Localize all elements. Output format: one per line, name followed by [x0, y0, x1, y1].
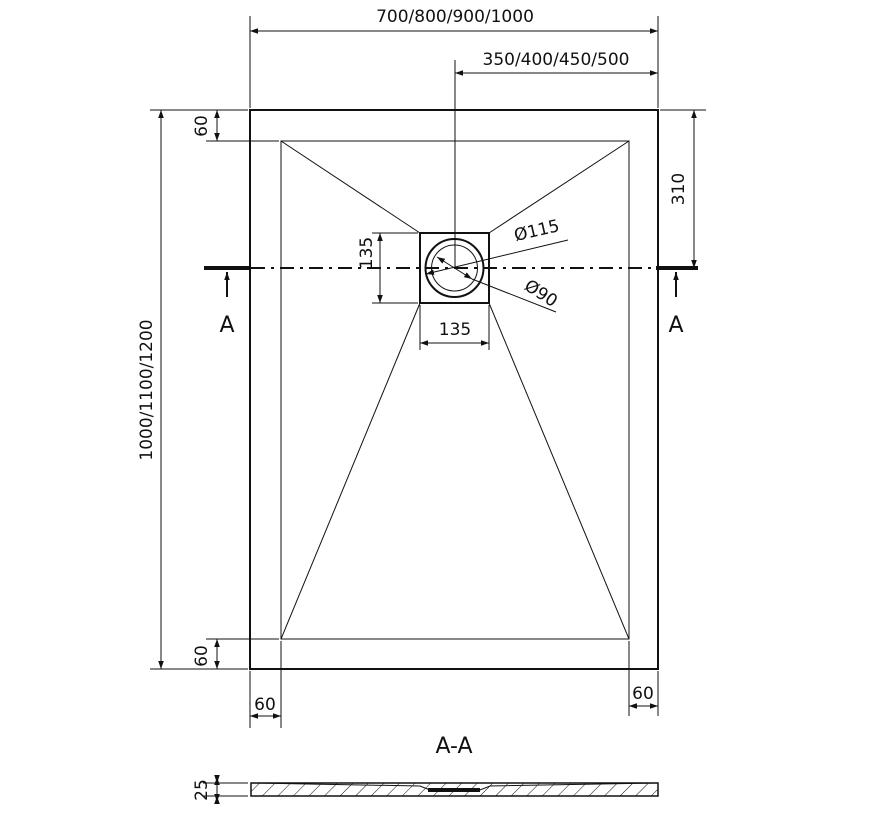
dimension-overall-width: 700/800/900/1000 [249, 7, 659, 108]
slope-line-top-right [488, 140, 630, 234]
thickness-label: 25 [192, 779, 212, 801]
tray-plan-view [249, 109, 659, 670]
dimension-half-width: 350/400/450/500 [454, 50, 658, 268]
slope-line-bottom-right [488, 302, 630, 640]
section-view-title: A-A [435, 734, 472, 759]
dimension-overall-length: 1000/1100/1200 [137, 109, 248, 670]
dimension-drain-height: 135 [357, 232, 418, 304]
outer-diameter-label: Ø115 [512, 216, 561, 246]
tray-outer-edge [249, 109, 659, 670]
overall-width-label: 700/800/900/1000 [376, 7, 534, 27]
drain-height-label: 135 [357, 237, 377, 269]
rim-bottom-label: 60 [192, 645, 212, 667]
overall-length-label: 1000/1100/1200 [137, 319, 157, 460]
dimension-rim-top: 60 [192, 110, 279, 142]
slope-line-bottom-left [280, 302, 421, 640]
drain-offset-label: 310 [669, 173, 689, 205]
rim-left-label: 60 [254, 695, 276, 715]
section-marker-left: A [219, 313, 234, 338]
dimension-drain-offset: 310 [660, 109, 706, 268]
dimension-rim-right: 60 [628, 641, 659, 716]
dimension-rim-bottom: 60 [192, 638, 279, 669]
tray-section-view: 25 [192, 775, 659, 804]
dimension-drain-outer-diameter: Ø115 [425, 216, 569, 275]
slope-line-top-left [280, 140, 421, 234]
rim-right-label: 60 [632, 684, 654, 704]
dimension-drain-width: 135 [419, 305, 490, 350]
section-drain-cut [428, 788, 480, 792]
section-marker-right: A [668, 313, 683, 338]
dimension-rim-left: 60 [249, 641, 282, 728]
half-width-label: 350/400/450/500 [483, 50, 630, 70]
drain-width-label: 135 [439, 320, 471, 340]
rim-top-label: 60 [192, 115, 212, 137]
